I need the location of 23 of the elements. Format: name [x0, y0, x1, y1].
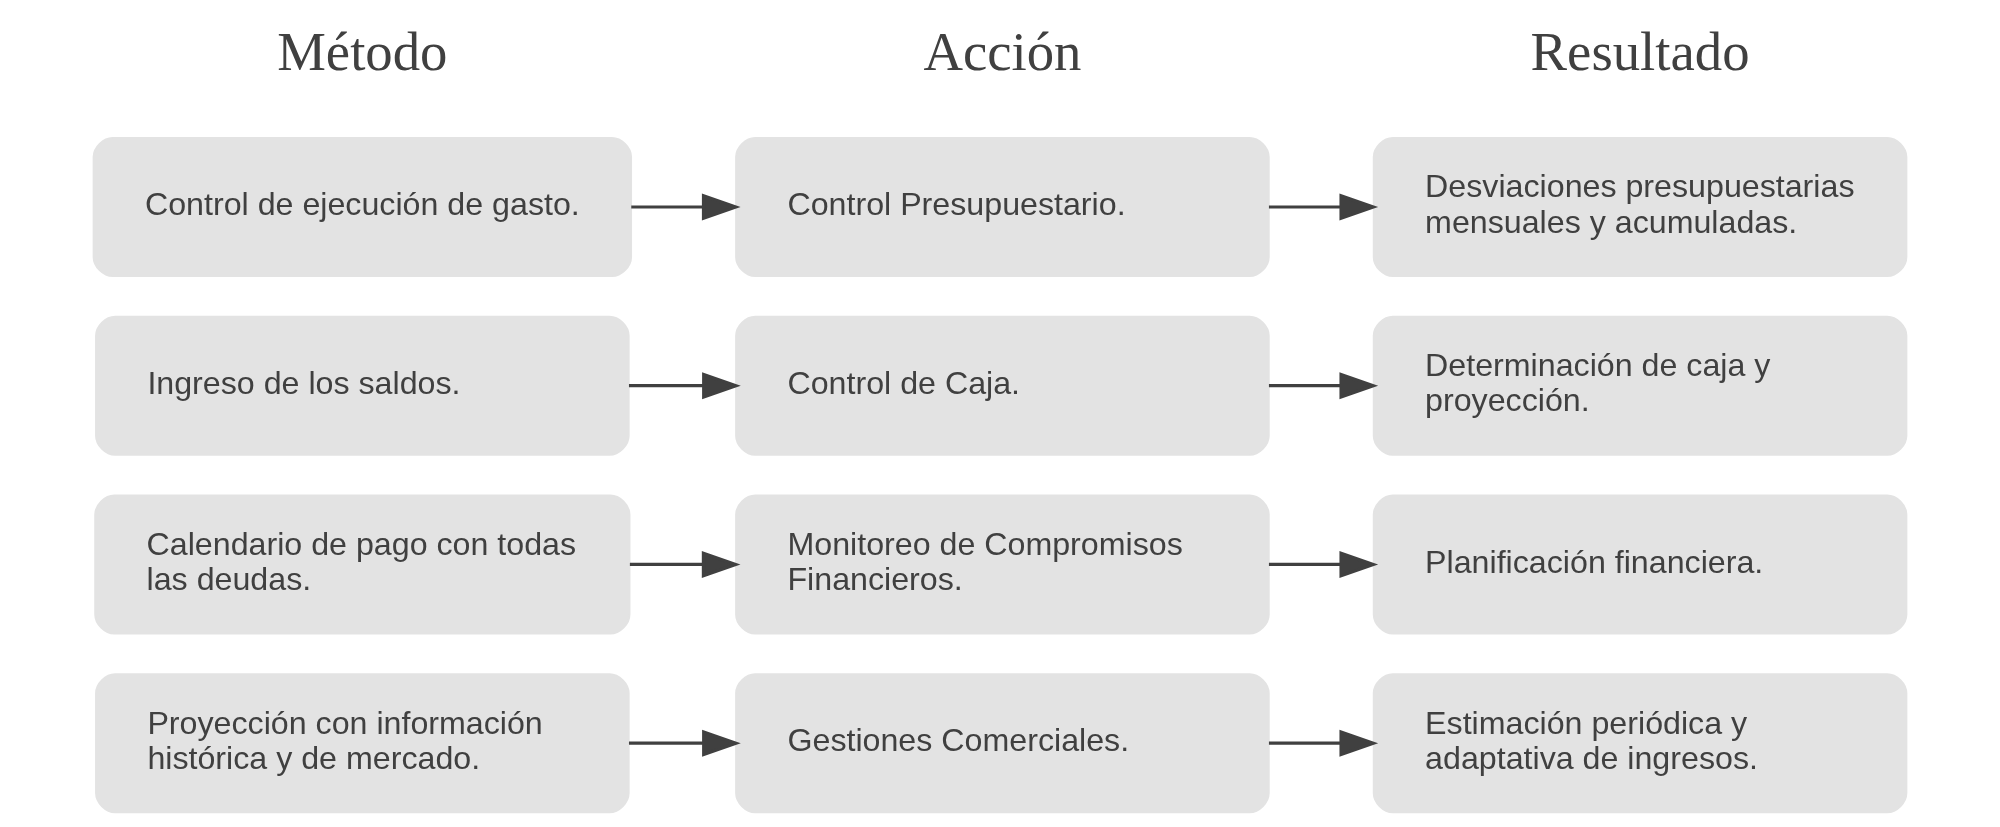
arrow — [631, 193, 741, 221]
node-box: Control de ejecución de gasto. — [92, 136, 633, 278]
node-box: Planificación financiera. — [1372, 494, 1908, 635]
arrow — [1268, 550, 1379, 578]
arrow — [1268, 193, 1379, 221]
node-box: Calendario de pago con todas las deudas. — [94, 494, 631, 635]
label: Método — [277, 20, 448, 82]
node-box: Desviaciones presupuestarias mensuales y acumuladas. — [1372, 136, 1908, 278]
arrow — [628, 729, 741, 757]
arrow — [1268, 729, 1379, 757]
label: Acción — [923, 20, 1082, 82]
arrow — [1268, 372, 1379, 400]
node-box: Determinación de caja y proyección. — [1372, 315, 1908, 456]
arrow — [628, 372, 741, 400]
node-box: Estimación periódica y adaptativa de ingresos. — [1372, 673, 1908, 814]
node-box: Monitoreo de Compromisos Financieros. — [735, 494, 1270, 635]
node-box: Ingreso de los saldos. — [95, 315, 630, 456]
arrow — [629, 550, 741, 578]
node-box: Control Presupuestario. — [735, 136, 1270, 278]
node-box: Gestiones Comerciales. — [735, 673, 1270, 814]
node-box: Proyección con información histórica y de mercado. — [95, 673, 630, 814]
node-box: Control de Caja. — [735, 315, 1270, 456]
label: Resultado — [1530, 20, 1750, 82]
